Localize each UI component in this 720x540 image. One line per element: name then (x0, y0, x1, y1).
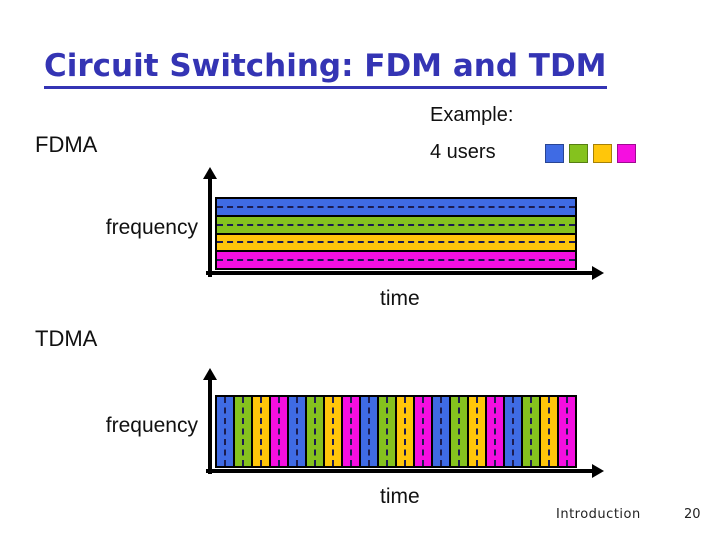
slot-center-dashed-line (314, 397, 316, 466)
tdma-time-slot (431, 397, 449, 466)
fdma-frequency-axis (208, 177, 212, 277)
tdma-time-slot (377, 397, 395, 466)
band-center-dashed-line (217, 259, 575, 262)
fdma-section-label: FDMA (35, 132, 98, 157)
slot-center-dashed-line (566, 397, 568, 466)
tdma-time-slot (485, 397, 503, 466)
tdma-time-slot (395, 397, 413, 466)
band-center-dashed-line (217, 205, 575, 208)
slot-center-dashed-line (224, 397, 226, 466)
slot-center-dashed-line (278, 397, 280, 466)
footer-page-number: 20 (684, 507, 701, 522)
tdma-time-slot (305, 397, 323, 466)
band-center-dashed-line (217, 223, 575, 226)
user-3-color-swatch (593, 144, 612, 163)
tdma-time-axis-label: time (380, 485, 420, 508)
fdma-frequency-band (217, 214, 575, 233)
tdma-time-slot (359, 397, 377, 466)
slot-center-dashed-line (422, 397, 424, 466)
tdma-section-label: TDMA (35, 326, 98, 351)
tdma-frequency-axis (208, 378, 212, 474)
tdma-time-slot (287, 397, 305, 466)
slot-center-dashed-line (494, 397, 496, 466)
tdma-time-slot (539, 397, 557, 466)
fdma-frequency-band (217, 199, 575, 215)
user-color-legend (545, 144, 636, 163)
slot-center-dashed-line (404, 397, 406, 466)
example-label: Example: (430, 104, 514, 126)
tdma-time-slot (269, 397, 287, 466)
fdma-frequency-band (217, 232, 575, 251)
tdma-time-slot (217, 397, 233, 466)
tdma-time-slot (233, 397, 251, 466)
tdma-time-slot (521, 397, 539, 466)
slot-center-dashed-line (476, 397, 478, 466)
slot-center-dashed-line (332, 397, 334, 466)
footer-section-label: Introduction (556, 507, 641, 522)
tdma-time-slot (467, 397, 485, 466)
tdma-time-slot (503, 397, 521, 466)
tdma-time-axis-arrowhead (592, 464, 604, 478)
tdma-time-slot (251, 397, 269, 466)
tdma-time-slot (413, 397, 431, 466)
slot-center-dashed-line (350, 397, 352, 466)
tdma-slot-area (215, 395, 577, 468)
slot-center-dashed-line (260, 397, 262, 466)
fdma-frequency-axis-label: frequency (105, 216, 198, 239)
tdma-time-axis (206, 469, 595, 473)
user-2-color-swatch (569, 144, 588, 163)
slide-title: Circuit Switching: FDM and TDM (44, 48, 607, 89)
tdma-time-slot (449, 397, 467, 466)
fdma-band-area (215, 197, 577, 270)
slot-center-dashed-line (368, 397, 370, 466)
tdma-time-slot (557, 397, 575, 466)
band-center-dashed-line (217, 241, 575, 244)
tdma-frequency-axis-label: frequency (105, 414, 198, 437)
tdma-time-slot (323, 397, 341, 466)
user-4-color-swatch (617, 144, 636, 163)
users-count-label: 4 users (430, 141, 496, 163)
fdma-time-axis-label: time (380, 287, 420, 310)
fdma-time-axis-arrowhead (592, 266, 604, 280)
fdma-time-axis (206, 271, 595, 275)
slot-center-dashed-line (242, 397, 244, 466)
fdma-frequency-band (217, 250, 575, 268)
slot-center-dashed-line (548, 397, 550, 466)
tdma-time-slot (341, 397, 359, 466)
slot-center-dashed-line (512, 397, 514, 466)
slot-center-dashed-line (296, 397, 298, 466)
user-1-color-swatch (545, 144, 564, 163)
slot-center-dashed-line (440, 397, 442, 466)
slot-center-dashed-line (386, 397, 388, 466)
slot-center-dashed-line (530, 397, 532, 466)
tdma-frequency-axis-arrowhead (203, 368, 217, 380)
slot-center-dashed-line (458, 397, 460, 466)
fdma-frequency-axis-arrowhead (203, 167, 217, 179)
